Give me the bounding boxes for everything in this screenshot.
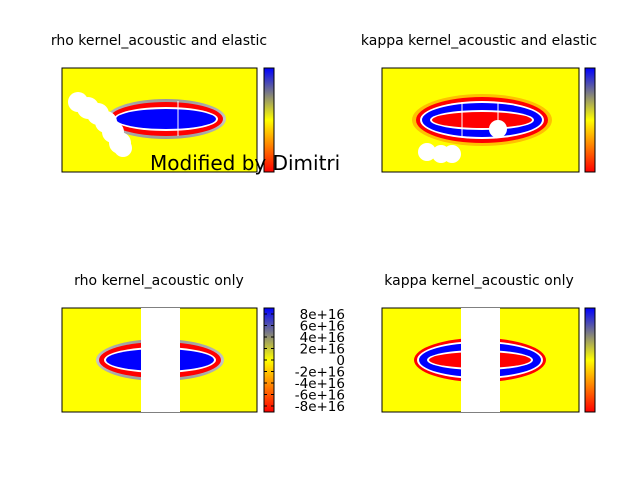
blank-region xyxy=(68,92,132,157)
panel-title: kappa kernel_acoustic only xyxy=(384,273,574,289)
colorbar-tick-label: 2e+16 xyxy=(300,342,345,358)
kernel-ellipse xyxy=(106,99,226,139)
panel-kappa-acoustic-elastic: kappa kernel_acoustic and elastic xyxy=(361,33,597,173)
colorbar xyxy=(263,67,275,173)
colorbar-tick-label: -8e+16 xyxy=(295,399,345,415)
colorbar-tick-label: -2e+16 xyxy=(295,365,345,381)
panel-title: rho kernel_acoustic only xyxy=(74,273,244,289)
colorbar xyxy=(584,307,596,413)
modified-annotation: Modified by Dimitri xyxy=(150,151,340,175)
colorbar-tick-label: -4e+16 xyxy=(295,376,345,392)
panel-rho-acoustic-elastic: rho kernel_acoustic and elastic xyxy=(51,33,275,173)
colorbar-tick-label: 4e+16 xyxy=(300,330,345,346)
colorbar-tick-label: 0 xyxy=(336,353,345,369)
colorbar-tick-label: 8e+16 xyxy=(300,307,345,323)
colorbar-tick-label: 6e+16 xyxy=(300,319,345,335)
panel-kappa-acoustic-only: kappa kernel_acoustic only xyxy=(381,273,596,413)
blank-region xyxy=(418,120,507,163)
panel-title: rho kernel_acoustic and elastic xyxy=(51,33,267,49)
panel-title: kappa kernel_acoustic and elastic xyxy=(361,33,597,49)
kernel-ellipse xyxy=(412,94,552,146)
colorbar-ticks: 8e+166e+164e+162e+160-2e+16-4e+16-6e+16-… xyxy=(264,307,345,415)
blank-region xyxy=(461,308,500,412)
panel-rho-acoustic-only: rho kernel_acoustic only 8e+166e+164e+16… xyxy=(61,273,345,415)
blank-region xyxy=(141,308,180,412)
colorbar xyxy=(584,67,596,173)
colorbar-tick-label: -6e+16 xyxy=(295,388,345,404)
